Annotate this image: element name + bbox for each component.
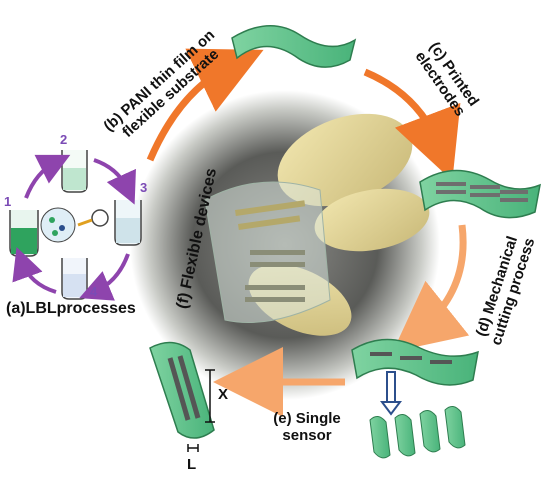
- pani-film-illustration: [231, 24, 357, 68]
- dimension-x-label: X: [218, 386, 229, 403]
- label-e-single-sensor: (e) Single sensor: [262, 410, 352, 444]
- beaker-icon: [61, 258, 88, 300]
- lbl-step-3: 3: [140, 180, 148, 195]
- lbl-step-2: 2: [60, 132, 68, 147]
- process-arrows: [146, 48, 470, 417]
- beaker-icon: [114, 200, 142, 246]
- label-e-line2: sensor: [282, 427, 332, 444]
- label-e-line1: (e) Single: [273, 410, 341, 427]
- single-sensor-illustration: [149, 341, 215, 452]
- beaker-icon: [61, 150, 88, 193]
- beaker-icon: [9, 210, 39, 257]
- flexible-device-photo: [130, 90, 440, 400]
- lbl-step-1: 1: [4, 194, 12, 209]
- label-a-lbl-processes: (a)LBLprocesses: [6, 300, 136, 317]
- dimension-l-label: L: [187, 456, 197, 473]
- lbl-step-4: 4: [90, 284, 98, 299]
- cutting-process-illustration: [351, 338, 479, 459]
- lbl-cycle-illustration: [9, 150, 142, 301]
- printed-electrodes-illustration: [419, 169, 541, 219]
